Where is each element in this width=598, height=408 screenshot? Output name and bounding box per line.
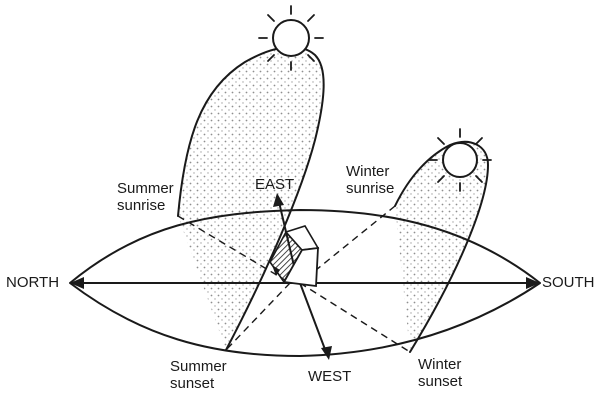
label-winter-sunset: Winter sunset: [418, 356, 462, 390]
label-north: NORTH: [6, 274, 60, 291]
label-winter-sunrise-line2: sunrise: [346, 180, 395, 197]
label-summer-sunset: Summer sunset: [170, 358, 227, 392]
winter-sun-path: [394, 140, 489, 353]
label-winter-sunrise-line1: Winter: [346, 163, 390, 180]
summer-sun-path: [177, 45, 325, 351]
label-winter-sunset-line1: Winter: [418, 356, 462, 373]
label-summer-sunset-line1: Summer: [170, 358, 227, 375]
sun-icon: [258, 5, 324, 71]
label-winter-sunrise: Winter sunrise: [346, 163, 394, 197]
south-arrowhead: [526, 277, 540, 289]
label-summer-sunrise-line2: sunrise: [117, 197, 166, 214]
north-arrowhead: [70, 277, 84, 289]
label-south: SOUTH: [542, 274, 595, 291]
west-arrowhead: [321, 346, 332, 360]
sun-icon: [428, 128, 492, 192]
label-summer-sunset-line2: sunset: [170, 375, 215, 392]
label-summer-sunrise: Summer sunrise: [117, 180, 174, 214]
east-arrowhead: [273, 193, 284, 207]
house-icon: [269, 225, 320, 288]
label-summer-sunrise-line1: Summer: [117, 180, 174, 197]
label-west: WEST: [308, 368, 352, 385]
label-winter-sunset-line2: sunset: [418, 373, 463, 390]
label-east: EAST: [255, 176, 295, 193]
